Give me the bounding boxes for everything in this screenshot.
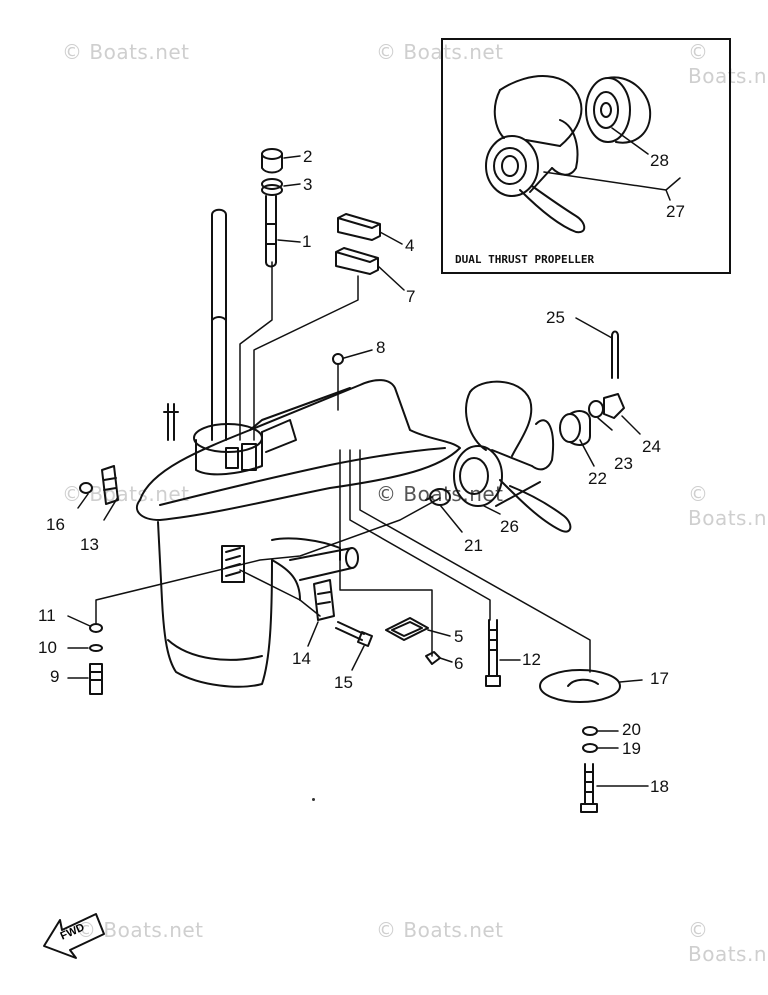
callout-8: 8 — [376, 338, 386, 357]
callout-15: 15 — [334, 673, 353, 692]
callout-14: 14 — [292, 649, 311, 668]
callout-1: 1 — [302, 232, 312, 251]
callout-17: 17 — [650, 669, 669, 688]
propeller — [453, 380, 572, 533]
washer — [89, 623, 103, 633]
grommet — [337, 213, 381, 241]
callout-25: 25 — [546, 308, 565, 327]
callout-21: 21 — [464, 536, 483, 555]
callout-20: 20 — [622, 720, 641, 739]
anode — [101, 465, 119, 505]
shift-rod — [265, 195, 277, 268]
washer — [582, 726, 598, 736]
washer — [582, 743, 598, 753]
dust-seal — [261, 148, 283, 174]
watermark: © Boats.net — [688, 918, 768, 966]
watermark: © Boats.net — [376, 482, 504, 506]
drive-shaft — [211, 208, 227, 441]
callout-9: 9 — [50, 667, 60, 686]
watermark: © Boats.net — [688, 40, 768, 88]
callout-11: 11 — [38, 606, 56, 625]
callout-18: 18 — [650, 777, 669, 796]
cover-gasket — [385, 617, 429, 641]
watermark: © Boats.net — [376, 918, 504, 942]
callout-27: 27 — [666, 202, 685, 221]
watermark: © Boats.net — [688, 482, 768, 530]
dot — [312, 798, 315, 801]
bolt-head — [79, 482, 93, 494]
washer — [89, 644, 103, 652]
cotter-pin — [611, 330, 619, 379]
grommet — [335, 247, 379, 275]
callout-13: 13 — [80, 535, 99, 554]
callout-5: 5 — [454, 627, 464, 646]
callout-26: 26 — [500, 517, 519, 536]
washer — [588, 400, 604, 418]
callout-4: 4 — [405, 236, 415, 255]
propeller-nut — [603, 393, 625, 419]
callout-2: 2 — [303, 147, 313, 166]
fwd-arrow — [43, 913, 105, 959]
watermark: © Boats.net — [62, 40, 190, 64]
anode — [313, 579, 335, 621]
callout-22: 22 — [588, 469, 607, 488]
o-ring — [261, 178, 283, 196]
callout-6: 6 — [454, 654, 464, 673]
watermark: © Boats.net — [376, 40, 504, 64]
inset-frame: DUAL THRUST PROPELLER — [441, 38, 731, 274]
callout-3: 3 — [303, 175, 313, 194]
lower-unit-housing — [135, 379, 461, 688]
callout-16: 16 — [46, 515, 65, 534]
callout-19: 19 — [622, 739, 641, 758]
inset-title: DUAL THRUST PROPELLER — [455, 253, 595, 266]
spacer — [559, 410, 591, 446]
callout-24: 24 — [642, 437, 661, 456]
callout-28: 28 — [650, 151, 669, 170]
callout-10: 10 — [38, 638, 57, 657]
o-ring-small — [332, 353, 344, 365]
callout-7: 7 — [406, 287, 416, 306]
callout-12: 12 — [522, 650, 541, 669]
anode-plate — [539, 669, 621, 703]
callout-23: 23 — [614, 454, 633, 473]
